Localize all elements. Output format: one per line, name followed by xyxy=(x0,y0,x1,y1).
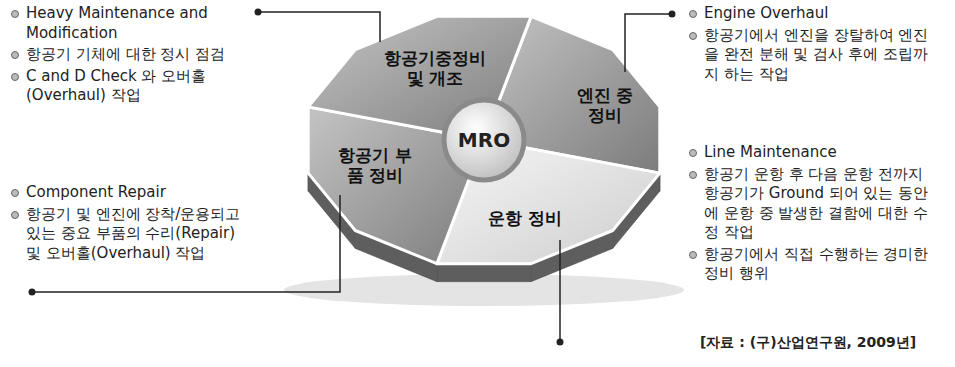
callout-group: Engine Overhaul항공기에서 엔진을 장탈하여 엔진을 완전 분해 … xyxy=(688,4,938,86)
bullet-dot xyxy=(689,32,697,40)
bullet-dot xyxy=(11,211,19,219)
callout-text: Component Repair xyxy=(10,183,246,203)
bullet-dot xyxy=(689,171,697,179)
bullet-dot xyxy=(689,10,697,18)
bullet-dot xyxy=(11,189,19,197)
callout-text: C and D Check 와 오버홀(Overhaul) 작업 xyxy=(10,67,246,106)
callout-text: Heavy Maintenance and Modification xyxy=(10,4,246,43)
leader-dot xyxy=(255,9,262,16)
callout-text: 항공기에서 직접 수행하는 경미한 정비 행위 xyxy=(688,245,938,284)
node-text: MRO xyxy=(446,128,522,152)
bullet-dot xyxy=(11,51,19,59)
leader-dot xyxy=(557,339,564,346)
leader-line xyxy=(258,12,380,42)
callout-text: 항공기 기체에 대한 정시 점검 xyxy=(10,45,246,65)
node-text: 엔진 중정비 xyxy=(574,85,636,126)
bullet-dot xyxy=(689,251,697,259)
callout-group: Line Maintenance항공기 운항 후 다음 운항 전까지 항공기가 … xyxy=(688,143,938,286)
sector-label: 엔진 중정비 xyxy=(574,85,636,126)
leader-dot xyxy=(669,11,676,18)
sector-label: 항공기 부품 정비 xyxy=(334,145,416,186)
callout-group: Heavy Maintenance and Modification항공기 기체… xyxy=(10,4,246,108)
sector-label: 항공기중정비 및 개조 xyxy=(375,48,495,89)
source-caption: [자료 : (구)산업연구원, 2009년] xyxy=(700,334,916,352)
callout-text: Line Maintenance xyxy=(688,143,938,163)
disk-side xyxy=(437,264,531,282)
leader-line xyxy=(559,240,561,340)
leader-dot xyxy=(29,289,36,296)
leader-line xyxy=(625,14,672,72)
callout-text: 항공기 운항 후 다음 운항 전까지 항공기가 Ground 되어 있는 동안에… xyxy=(688,165,938,243)
bullet-dot xyxy=(11,73,19,81)
sector-label: 운항 정비 xyxy=(475,208,575,228)
node-text: 운항 정비 xyxy=(475,208,575,228)
callout-text: 항공기 및 엔진에 장착/운용되고 있는 중요 부품의 수리(Repair) 및… xyxy=(10,205,246,264)
callout-group: Component Repair항공기 및 엔진에 장착/운용되고 있는 중요 … xyxy=(10,183,246,265)
bullet-dot xyxy=(689,149,697,157)
node-text: 항공기 부품 정비 xyxy=(334,145,416,186)
center-label: MRO xyxy=(446,128,522,152)
bullet-dot xyxy=(11,10,19,18)
node-text: 항공기중정비 및 개조 xyxy=(375,48,495,89)
center-circle xyxy=(444,100,524,180)
callout-text: Engine Overhaul xyxy=(688,4,938,24)
callout-text: 항공기에서 엔진을 장탈하여 엔진을 완전 분해 및 검사 후에 조립까지 하는… xyxy=(688,26,938,85)
